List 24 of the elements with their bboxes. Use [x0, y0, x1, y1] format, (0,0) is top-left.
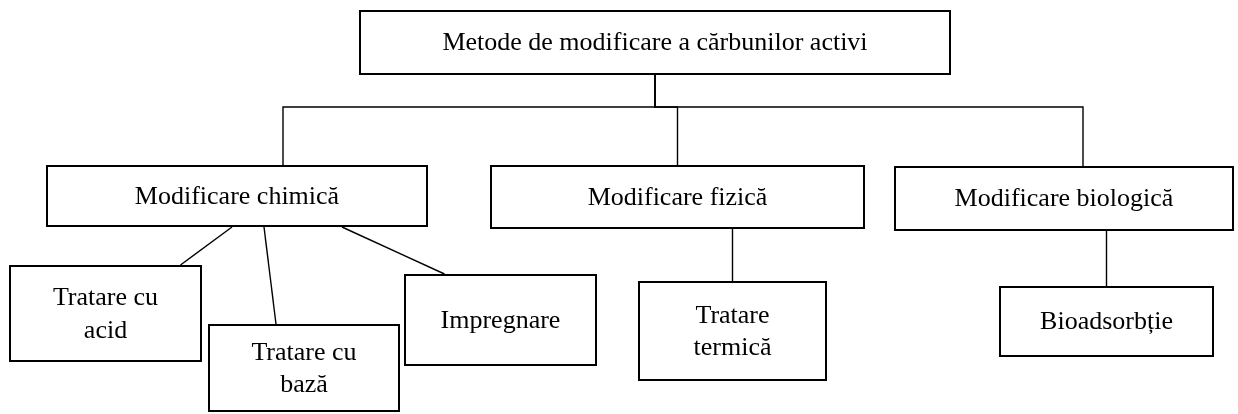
box-label: Modificare chimică: [134, 179, 340, 212]
connector-line: [654, 74, 1084, 167]
box-label: Modificare fizică: [587, 180, 768, 213]
box-label: Bioadsorbție: [1040, 305, 1173, 338]
text-box: [999, 286, 1214, 357]
text-box: [638, 281, 827, 381]
box-label: Tratare termică: [692, 298, 773, 363]
text-box: [46, 165, 428, 227]
box-label: Tratare cu acid: [51, 281, 160, 346]
text-box: [9, 265, 202, 362]
text-box: [490, 165, 865, 229]
text-box: [208, 324, 400, 412]
text-box: [359, 10, 951, 75]
connector-line: [179, 226, 233, 266]
connector-line: [731, 228, 734, 282]
connector-line: [263, 226, 277, 325]
box-label: Modificare biologică: [954, 182, 1174, 215]
connector-line: [341, 226, 446, 275]
connector-line: [1105, 230, 1108, 287]
text-box: [404, 274, 597, 366]
text-box: [894, 166, 1234, 231]
box-label: Impregnare: [440, 303, 561, 336]
box-label: Metode de modificare a cărbunilor activi: [442, 26, 868, 59]
box-label: Tratare cu bază: [250, 335, 358, 400]
